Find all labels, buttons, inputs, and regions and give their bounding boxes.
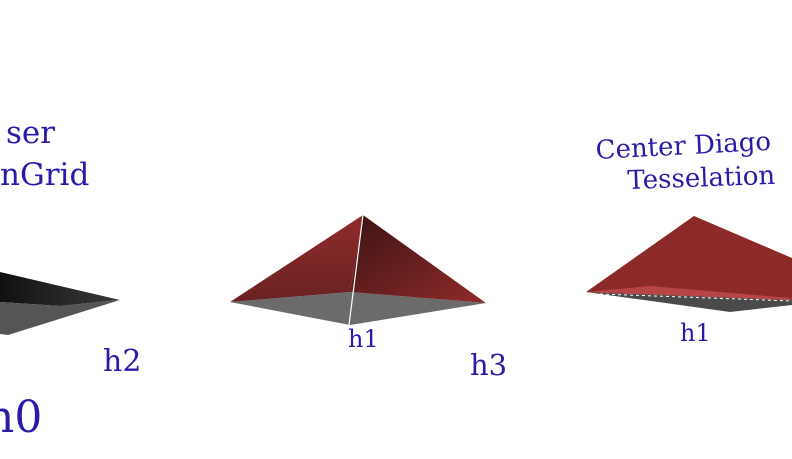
right-title-line2: Tesselation [626, 160, 776, 196]
axis-label-h1-middle: h1 [348, 325, 379, 353]
middle-pyramid-mesh [230, 214, 486, 326]
axis-label-h2: h2 [103, 344, 142, 379]
axis-label-h1-right: h1 [680, 319, 711, 347]
axis-label-h0: h0 [0, 392, 43, 443]
axis-label-h3: h3 [470, 348, 508, 382]
right-mesh [586, 216, 792, 312]
left-title-line2: nGrid [0, 157, 90, 193]
left-mesh [0, 272, 120, 335]
left-title-line1: ser [6, 115, 56, 151]
